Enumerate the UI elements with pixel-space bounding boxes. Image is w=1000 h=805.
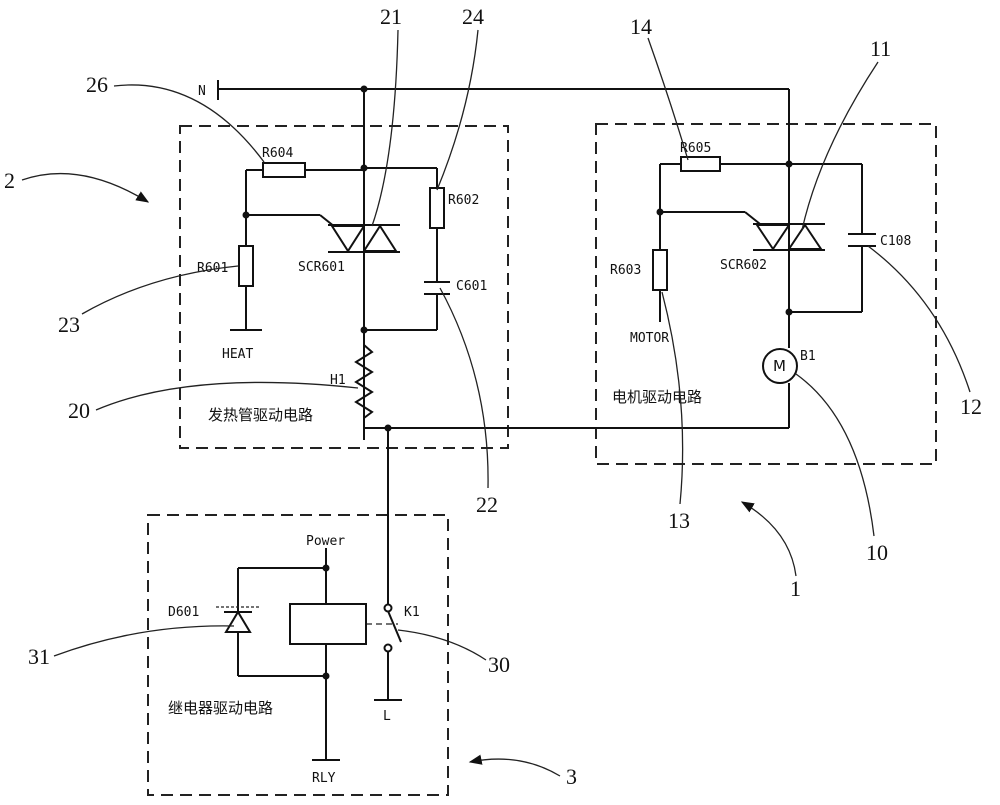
rly-label: RLY bbox=[312, 771, 336, 786]
r601-label: R601 bbox=[197, 261, 228, 276]
ref-11-leader bbox=[802, 62, 878, 230]
capacitor-c601 bbox=[424, 282, 450, 294]
ref-23: 23 bbox=[58, 312, 80, 337]
r604-label: R604 bbox=[262, 146, 293, 161]
ref-20: 20 bbox=[68, 398, 90, 423]
heater-circuit-title: 发热管驱动电路 bbox=[208, 406, 313, 424]
scr601-label: SCR601 bbox=[298, 260, 345, 275]
n-bus bbox=[218, 80, 789, 100]
b1-label: B1 bbox=[800, 349, 816, 364]
ref-24: 24 bbox=[462, 4, 484, 29]
ref-1-arrow bbox=[742, 502, 796, 576]
resistor-r604 bbox=[263, 163, 305, 177]
r602-label: R602 bbox=[448, 193, 479, 208]
diode-d601 bbox=[216, 607, 260, 632]
ref-30-leader bbox=[398, 630, 486, 660]
scr602-label: SCR602 bbox=[720, 258, 767, 273]
ref-2-arrow bbox=[22, 174, 148, 202]
ref-13: 13 bbox=[668, 508, 690, 533]
ref-12-leader bbox=[868, 246, 970, 392]
relay-circuit-title: 继电器驱动电路 bbox=[168, 699, 273, 717]
ref-22: 22 bbox=[476, 492, 498, 517]
resistor-r605 bbox=[681, 157, 720, 171]
d601-label: D601 bbox=[168, 605, 199, 620]
k1-label: K1 bbox=[404, 605, 420, 620]
relay-drive-circuit-box bbox=[148, 515, 448, 795]
ref-31: 31 bbox=[28, 644, 50, 669]
ref-26: 26 bbox=[86, 72, 108, 97]
r603-label: R603 bbox=[610, 263, 641, 278]
motor-label: MOTOR bbox=[630, 331, 669, 346]
ref-14: 14 bbox=[630, 14, 652, 39]
relay-coil bbox=[290, 604, 366, 644]
ref-30: 30 bbox=[488, 652, 510, 677]
capacitor-c108 bbox=[848, 234, 876, 246]
switch-k1 bbox=[385, 605, 392, 652]
ref-3: 3 bbox=[566, 764, 577, 789]
motor-circuit-title: 电机驱动电路 bbox=[612, 388, 702, 406]
ref-21-leader bbox=[372, 30, 398, 226]
ref-21: 21 bbox=[380, 4, 402, 29]
motor-symbol: M bbox=[773, 357, 786, 375]
ref-1: 1 bbox=[790, 576, 801, 601]
ref-12: 12 bbox=[960, 394, 982, 419]
ref-31-leader bbox=[54, 626, 234, 656]
ref-22-leader bbox=[440, 288, 488, 488]
motor-drive-circuit-box bbox=[596, 124, 936, 464]
c108-label: C108 bbox=[880, 234, 911, 249]
power-label: Power bbox=[306, 534, 345, 549]
ref-24-leader bbox=[437, 30, 478, 190]
ref-26-leader bbox=[114, 85, 264, 162]
ref-10-leader bbox=[796, 374, 874, 536]
resistor-r601 bbox=[239, 246, 253, 286]
ref-14-leader bbox=[648, 38, 688, 160]
ref-3-arrow bbox=[470, 759, 560, 776]
ref-10: 10 bbox=[866, 540, 888, 565]
n-label: N bbox=[198, 84, 206, 99]
ref-11: 11 bbox=[870, 36, 891, 61]
ref-2: 2 bbox=[4, 168, 15, 193]
heat-label: HEAT bbox=[222, 347, 253, 362]
l-label: L bbox=[383, 709, 391, 724]
resistor-r603 bbox=[653, 250, 667, 290]
c601-label: C601 bbox=[456, 279, 487, 294]
resistor-r602 bbox=[430, 188, 444, 228]
